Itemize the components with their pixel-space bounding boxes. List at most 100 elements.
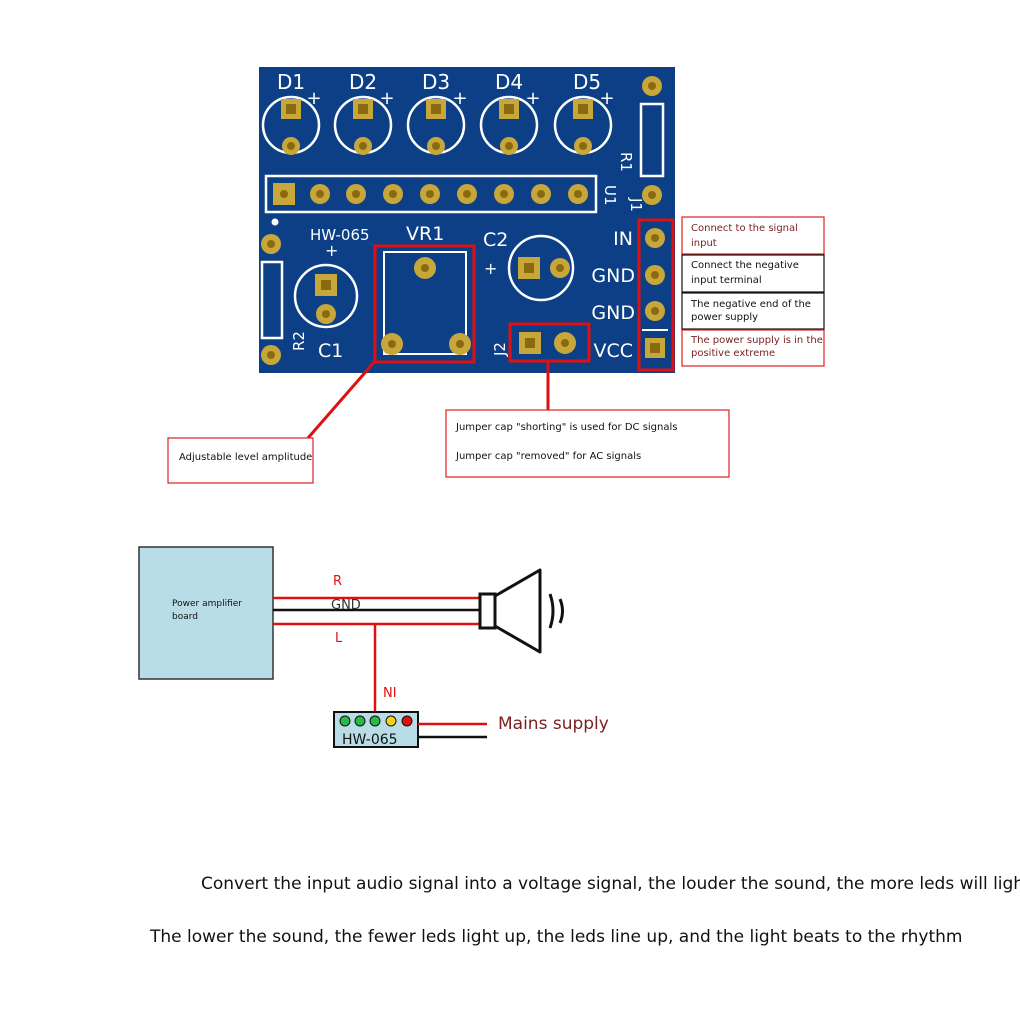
speaker-cone xyxy=(493,568,542,654)
ic-u1: U1 J1 xyxy=(264,174,645,214)
wiring-diagram: Power amplifier board R GND L NI HW-065 xyxy=(138,546,609,748)
callout-box xyxy=(681,292,825,330)
power-amplifier-board xyxy=(138,546,274,680)
c2-plus: + xyxy=(484,259,497,278)
pad-hole xyxy=(267,351,275,359)
led-label-d5: D5 xyxy=(573,70,601,94)
pin-label-gnd1: GND xyxy=(591,265,635,287)
led-label-d4: D4 xyxy=(495,70,523,94)
callout-negative-input: Connect the negative input terminal xyxy=(681,254,825,293)
polarity-plus: + xyxy=(306,88,321,109)
led-d4: D4 + xyxy=(479,70,541,155)
callout-box xyxy=(445,409,730,478)
label-c2: C2 xyxy=(483,229,508,251)
highlight-overlays xyxy=(306,218,675,439)
pad-hole xyxy=(358,104,368,114)
pad-hole xyxy=(286,104,296,114)
callout-box xyxy=(681,329,825,367)
callout-line-1: The negative end of the xyxy=(690,299,811,310)
resistor-r1: R1 xyxy=(617,76,665,205)
pad-hole xyxy=(322,310,330,318)
label-j2: J2 xyxy=(491,342,509,357)
wire-label-l: L xyxy=(335,631,343,646)
pad-hole xyxy=(316,190,324,198)
potentiometer-vr1: VR1 xyxy=(381,223,471,355)
pad-hole xyxy=(651,307,659,315)
pcb-model-label: HW-065 xyxy=(310,226,370,244)
callout-line-2: input xyxy=(691,238,717,249)
sound-wave-1 xyxy=(548,593,555,629)
pad-hole xyxy=(388,340,396,348)
label-vr1: VR1 xyxy=(406,223,444,245)
description-line-1: Convert the input audio signal into a vo… xyxy=(201,874,1020,894)
pad-hole xyxy=(456,340,464,348)
module-label: HW-065 xyxy=(342,732,398,748)
led-label-d2: D2 xyxy=(349,70,377,94)
polarity-plus: + xyxy=(599,88,614,109)
c2-outline xyxy=(507,234,575,302)
hw065-module: HW-065 xyxy=(333,711,419,748)
callout-line-2: power supply xyxy=(691,312,758,323)
polarity-plus: + xyxy=(452,88,467,109)
callout-signal-input: Connect to the signal input xyxy=(681,216,825,255)
vr1-outline xyxy=(383,251,467,355)
pad-hole xyxy=(651,234,659,242)
led-d1: D1 + xyxy=(261,70,322,155)
callout-line-2: positive extreme xyxy=(691,348,775,359)
silk-dot xyxy=(271,218,279,226)
pad-hole xyxy=(432,142,440,150)
callout-line-2: input terminal xyxy=(691,275,762,286)
pad-hole xyxy=(287,142,295,150)
pad-hole xyxy=(359,142,367,150)
c1-plus: + xyxy=(325,241,338,260)
resistor-r2: R2 xyxy=(260,234,308,365)
callout-line-1: Connect to the signal xyxy=(691,223,798,234)
label-r2: R2 xyxy=(290,331,308,351)
resistor-outline xyxy=(639,102,665,178)
pad-hole xyxy=(578,104,588,114)
callout-line-1: The power supply is in the xyxy=(690,335,823,346)
pad-hole xyxy=(648,191,656,199)
pad-hole xyxy=(650,343,660,353)
callout-box xyxy=(681,216,825,255)
wire-label-gnd: GND xyxy=(331,598,361,613)
pad-hole xyxy=(537,190,545,198)
pad-hole xyxy=(505,142,513,150)
pad-hole xyxy=(556,264,564,272)
led-label-d1: D1 xyxy=(277,70,305,94)
led-d2: D2 + xyxy=(333,70,395,155)
pad-hole xyxy=(561,339,569,347)
sound-wave-2 xyxy=(558,598,564,624)
callout-box xyxy=(681,254,825,293)
capacitor-c2: C2 + xyxy=(483,229,575,302)
led-label-d3: D3 xyxy=(422,70,450,94)
jumper-dc-text: Jumper cap "shorting" is used for DC sig… xyxy=(455,422,677,433)
module-led-3 xyxy=(369,715,381,727)
callout-line-1: Connect the negative xyxy=(691,260,799,271)
module-led-5 xyxy=(401,715,413,727)
amp-board-label-2: board xyxy=(172,612,198,622)
module-led-4 xyxy=(385,715,397,727)
u1-pins xyxy=(310,184,588,204)
description-line-2: The lower the sound, the fewer leds ligh… xyxy=(150,927,963,947)
pad-hole xyxy=(524,263,534,273)
pad-hole xyxy=(648,82,656,90)
label-j1: J1 xyxy=(627,197,645,212)
pcb-board: D1 + D2 + D3 + D4 + xyxy=(259,67,675,373)
leader-vr1 xyxy=(306,359,378,439)
pad-hole xyxy=(426,190,434,198)
led-d3: D3 + xyxy=(406,70,468,155)
label-c1: C1 xyxy=(318,340,343,362)
adjustable-text: Adjustable level amplitude xyxy=(179,452,312,463)
speaker-icon xyxy=(478,568,564,654)
u1-outline xyxy=(264,174,598,214)
label-r1: R1 xyxy=(617,152,635,172)
pin-label-vcc: VCC xyxy=(593,340,633,362)
highlight-vr1 xyxy=(373,244,476,364)
led-d5: D5 + xyxy=(553,70,615,155)
jumper-j2: J2 xyxy=(491,332,576,357)
label-u1: U1 xyxy=(601,185,619,206)
polarity-plus: + xyxy=(525,88,540,109)
jumper-ac-text: Jumper cap "removed" for AC signals xyxy=(455,451,641,462)
